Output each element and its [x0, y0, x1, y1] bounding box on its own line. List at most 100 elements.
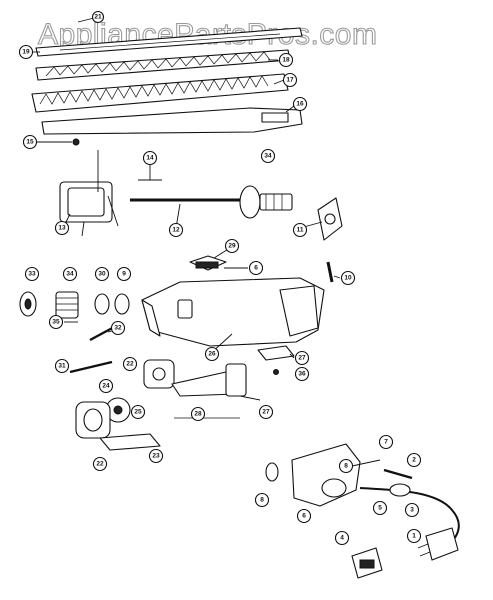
callout-32: 32 — [110, 320, 126, 336]
svg-text:8: 8 — [344, 463, 348, 470]
callout-19: 19 — [18, 44, 34, 60]
switch-4 — [351, 547, 383, 579]
svg-text:7: 7 — [384, 439, 388, 446]
pin-10 — [326, 261, 334, 283]
svg-text:34: 34 — [264, 153, 272, 160]
callout-6-upper: 6 — [248, 260, 264, 276]
svg-text:23: 23 — [152, 453, 160, 460]
callout-35: 35 — [48, 314, 64, 330]
callout-14: 14 — [142, 150, 158, 166]
callout-2: 2 — [406, 452, 422, 468]
callout-25: 25 — [130, 404, 146, 420]
svg-text:33: 33 — [28, 271, 36, 278]
callout-4: 4 — [334, 530, 350, 546]
svg-text:15: 15 — [26, 139, 34, 146]
plug-1 — [417, 527, 459, 561]
part-37 — [257, 345, 295, 361]
svg-text:2: 2 — [412, 457, 416, 464]
callout-9: 9 — [116, 266, 132, 282]
callout-8-left: 8 — [254, 492, 270, 508]
bushing-9 — [114, 293, 130, 315]
screw-36 — [273, 369, 279, 375]
svg-text:22: 22 — [126, 361, 134, 368]
svg-text:28: 28 — [194, 411, 202, 418]
bearing-plate — [317, 197, 343, 241]
blade-top-bar — [35, 27, 303, 57]
svg-text:13: 13 — [58, 225, 66, 232]
callout-22-lower: 22 — [92, 456, 108, 472]
svg-text:31: 31 — [58, 363, 66, 370]
svg-text:27: 27 — [298, 355, 306, 362]
gasket-22b — [75, 401, 111, 439]
blade-upper-serrated — [35, 49, 291, 81]
callout-1: 1 — [406, 528, 422, 544]
callout-33: 33 — [24, 266, 40, 282]
armature-shaft — [130, 185, 293, 219]
callout-13: 13 — [54, 220, 70, 236]
svg-text:11: 11 — [297, 227, 304, 234]
svg-text:21: 21 — [94, 14, 102, 21]
svg-text:29: 29 — [228, 243, 236, 250]
svg-text:9: 9 — [122, 271, 126, 278]
blade-rivet — [72, 138, 80, 146]
callout-15: 15 — [22, 134, 38, 150]
callout-34-left: 34 — [62, 266, 78, 282]
svg-text:26: 26 — [208, 351, 216, 358]
callout-18: 18 — [278, 52, 294, 68]
callout-3: 3 — [404, 502, 420, 518]
motor-field-assembly — [59, 150, 119, 237]
callout-27-lower: 27 — [258, 404, 274, 420]
callout-29: 29 — [224, 238, 240, 254]
leader-lines — [32, 17, 341, 401]
callout-23: 23 — [148, 448, 164, 464]
svg-text:22: 22 — [96, 461, 104, 468]
callout-34-top: 34 — [260, 148, 276, 164]
callout-36: 36 — [294, 366, 310, 382]
gasket-22a — [143, 359, 175, 389]
callout-16: 16 — [292, 96, 308, 112]
callout-11: 11 — [292, 222, 308, 238]
bushing-8 — [265, 462, 279, 482]
housing — [141, 277, 325, 347]
svg-text:25: 25 — [134, 409, 142, 416]
svg-text:34: 34 — [66, 271, 74, 278]
drive-link — [171, 363, 247, 397]
washer-30 — [94, 293, 110, 315]
callout-22-upper: 22 — [122, 356, 138, 372]
svg-text:12: 12 — [172, 227, 180, 234]
svg-text:17: 17 — [286, 77, 294, 84]
screw-7 — [351, 459, 381, 467]
callout-28: 28 — [190, 406, 206, 422]
svg-text:19: 19 — [22, 49, 30, 56]
callout-10: 10 — [340, 270, 356, 286]
svg-text:8: 8 — [260, 497, 264, 504]
worm-gear-34 — [55, 291, 79, 319]
svg-text:27: 27 — [262, 409, 270, 416]
svg-text:14: 14 — [146, 155, 154, 162]
callout-6-lower: 6 — [296, 508, 312, 524]
svg-text:18: 18 — [282, 57, 290, 64]
callout-26: 26 — [204, 346, 220, 362]
callout-5: 5 — [372, 500, 388, 516]
callout-21: 21 — [91, 10, 105, 24]
switch-button — [189, 255, 227, 271]
svg-text:36: 36 — [298, 371, 306, 378]
pin-31 — [69, 360, 113, 374]
callout-12: 12 — [168, 222, 184, 238]
callout-7: 7 — [378, 434, 394, 450]
svg-text:6: 6 — [254, 265, 258, 272]
plate-23 — [99, 433, 161, 451]
blade-guard-plate — [41, 107, 303, 135]
callout-30: 30 — [94, 266, 110, 282]
callout-31: 31 — [54, 358, 70, 374]
pin-2 — [383, 468, 413, 480]
callout-8-right: 8 — [338, 458, 354, 474]
callout-27-upper: 27 — [294, 350, 310, 366]
switch-housing — [291, 443, 361, 507]
svg-text:3: 3 — [410, 507, 414, 514]
svg-text:1: 1 — [412, 533, 416, 540]
callout-17: 17 — [282, 72, 298, 88]
callout-24: 24 — [98, 378, 114, 394]
bushing-35 — [19, 291, 37, 317]
svg-text:4: 4 — [340, 535, 344, 542]
